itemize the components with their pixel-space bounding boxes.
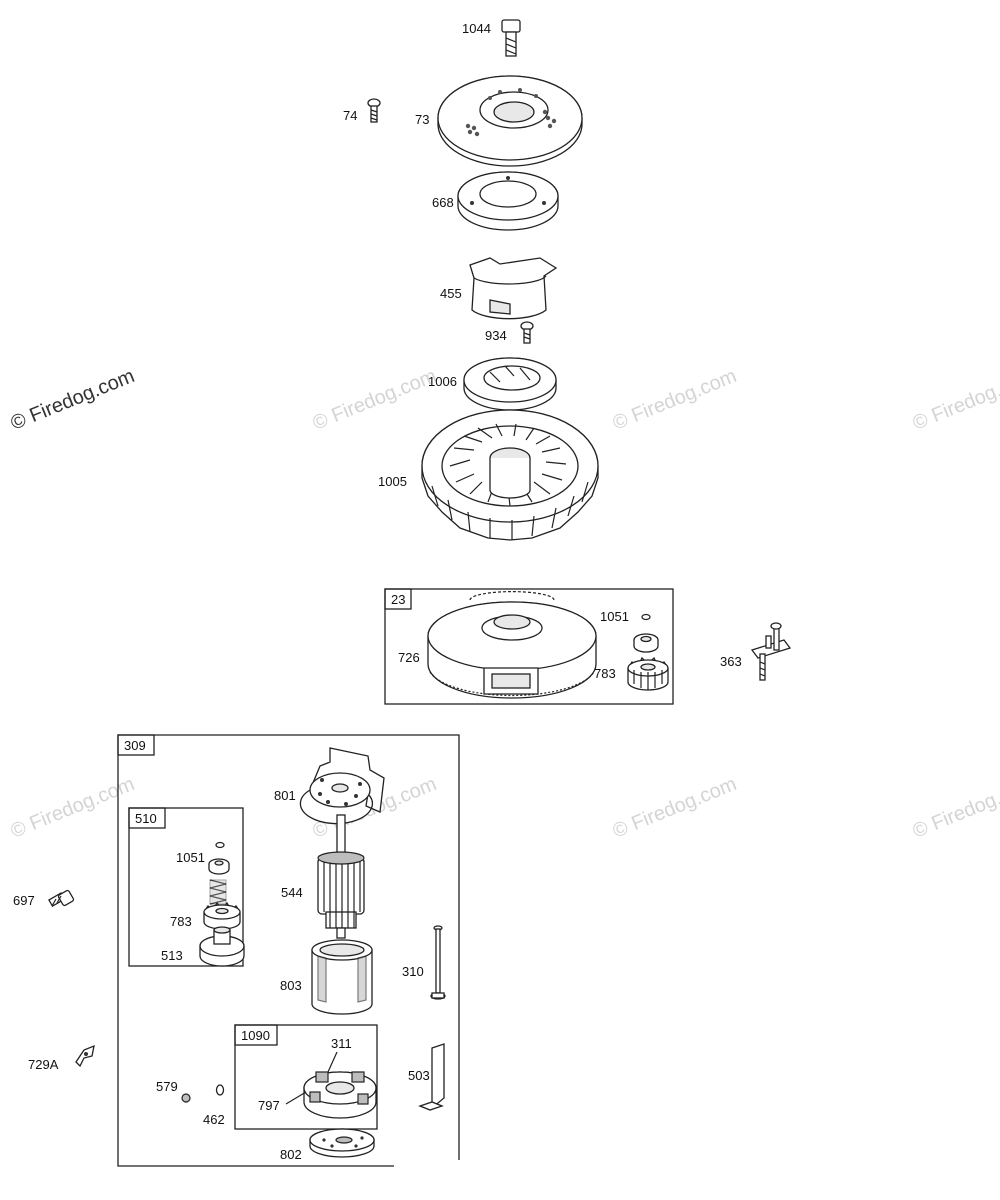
ratchet-1006: [463, 357, 557, 411]
part-label-1006: 1006: [428, 374, 457, 389]
part-label-803: 803: [280, 978, 302, 993]
screw-934: [520, 321, 534, 344]
watermark-faint: © Firedog.com: [910, 773, 1000, 843]
part-label-1051: 1051: [600, 609, 629, 624]
motor-housing-803: [311, 939, 373, 1015]
cup-455: [469, 257, 558, 320]
watermark-faint: © Firedog.com: [910, 365, 1000, 435]
part-label-729a: 729A: [28, 1057, 59, 1072]
bolt-1044: [501, 19, 521, 57]
part-label-310: 310: [402, 964, 424, 979]
part-label-544: 544: [281, 885, 303, 900]
part-label-309: 309: [124, 738, 146, 753]
part-label-462: 462: [203, 1112, 225, 1127]
brush-plate-797: [303, 1071, 377, 1119]
part-label-1090: 1090: [241, 1028, 270, 1043]
part-label-1005: 1005: [378, 474, 407, 489]
bracket-363: [750, 622, 792, 681]
gear-783: [203, 901, 241, 930]
kit-box-23-tag: [384, 588, 412, 610]
part-label-513: 513: [161, 948, 183, 963]
part-label-311: 311: [331, 1036, 352, 1051]
end-cap-801: [299, 747, 385, 825]
screw-74: [367, 98, 381, 123]
flywheel-screen-73: [437, 75, 583, 167]
adapter-ring-668: [457, 171, 559, 231]
spring: [209, 879, 227, 905]
part-label-579: 579: [156, 1079, 178, 1094]
kit-box-309-tag: [117, 734, 155, 756]
part-label-934: 934: [485, 328, 507, 343]
end-plate-802: [309, 1128, 375, 1158]
part-label-726: 726: [398, 650, 420, 665]
part-label-23: 23: [391, 592, 405, 607]
plate-503: [418, 1043, 445, 1111]
watermark-faint: © Firedog.com: [610, 365, 740, 435]
part-label-503: 503: [408, 1068, 430, 1083]
nut-579: [181, 1093, 191, 1103]
part-label-668: 668: [432, 195, 454, 210]
watermark-faint: © Firedog.com: [310, 365, 440, 435]
part-label-74: 74: [343, 108, 357, 123]
leader-line-797: [285, 1091, 307, 1105]
through-bolt-310: [430, 925, 446, 1000]
pinion-housing-513: [199, 926, 245, 967]
washer-462: [215, 1084, 225, 1096]
part-label-510: 510: [135, 811, 157, 826]
washer: [633, 633, 659, 653]
watermark-faint: © Firedog.com: [610, 773, 740, 843]
part-label-455: 455: [440, 286, 462, 301]
part-label-801: 801: [274, 788, 296, 803]
part-label-1051: 1051: [176, 850, 205, 865]
kit-box-23: [384, 588, 674, 705]
part-label-802: 802: [280, 1147, 302, 1162]
gear-783: [627, 656, 669, 691]
clip-1051: [208, 841, 230, 875]
leader-line-311: [327, 1051, 338, 1073]
flywheel-ring-gear-726: [427, 591, 597, 699]
part-label-783: 783: [594, 666, 616, 681]
part-label-697: 697: [13, 893, 35, 908]
part-label-797: 797: [258, 1098, 280, 1113]
armature-544: [317, 814, 365, 939]
kit-box-510-tag: [128, 807, 166, 829]
clip-1051: [641, 613, 651, 621]
kit-box-510: [128, 807, 244, 967]
part-label-783: 783: [170, 914, 192, 929]
kit-box-1090: [234, 1024, 378, 1130]
screw-697: [48, 889, 75, 907]
part-label-1044: 1044: [462, 21, 491, 36]
watermark-main: © Firedog.com: [8, 365, 138, 435]
clip-729a: [75, 1044, 95, 1068]
kit-box-1090-tag: [234, 1024, 278, 1046]
part-label-73: 73: [415, 112, 429, 127]
flywheel-1005: [421, 409, 599, 541]
part-label-363: 363: [720, 654, 742, 669]
